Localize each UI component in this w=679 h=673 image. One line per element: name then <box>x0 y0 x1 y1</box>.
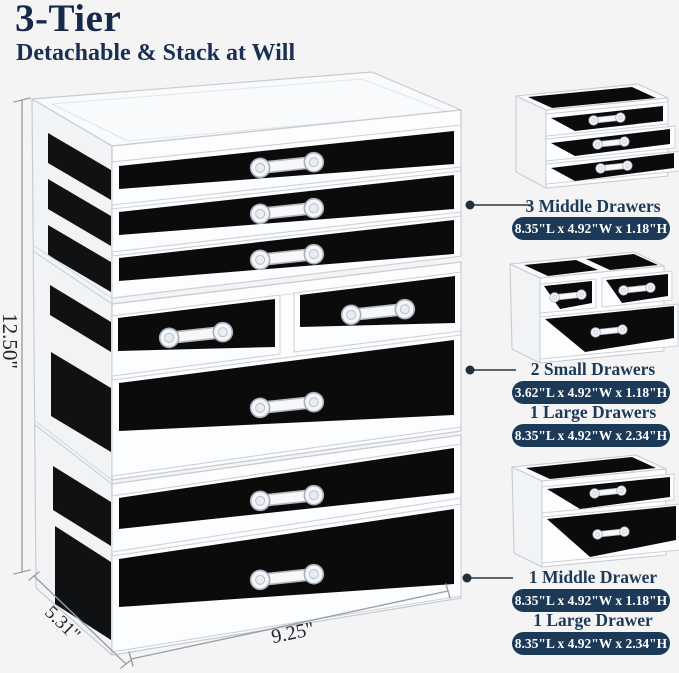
thumbnail-3-middle-drawers <box>515 83 679 189</box>
height-dimension-line <box>13 97 31 575</box>
callout-dot <box>462 573 472 583</box>
size-badge: 8.35"L x 4.92"W x 2.34"H <box>512 424 670 447</box>
size-badge: 8.35"L x 4.92"W x 2.34"H <box>512 632 670 655</box>
page-subtitle: Detachable & Stack at Will <box>16 40 296 66</box>
size-badge: 8.35"L x 4.92"W x 1.18"H <box>512 217 670 240</box>
height-dimension-label: 12.50" <box>0 313 22 369</box>
depth-dimension-line <box>28 571 132 669</box>
callout-label-3-middle-drawers: 3 Middle Drawers <box>525 196 661 216</box>
callout-dot <box>465 365 475 375</box>
main-tier-2 <box>111 261 462 481</box>
callout-connectors <box>462 200 531 583</box>
size-badge: 3.62"L x 4.92"W x 1.18"H <box>512 381 670 404</box>
main-organizer <box>31 71 462 656</box>
callout-label-1-large-drawers: 1 Large Drawers <box>529 402 657 422</box>
main-tier-1 <box>111 109 462 299</box>
side-velvet-reflections <box>48 133 111 640</box>
callout-dot <box>465 200 475 210</box>
callout-label-1-large-drawer: 1 Large Drawer <box>533 610 653 630</box>
callout-label-2-small-drawers: 2 Small Drawers <box>530 359 656 379</box>
size-badge: 8.35"L x 4.92"W x 1.18"H <box>512 589 670 612</box>
thumbnail-2-small-1-large <box>509 251 679 364</box>
thumbnail-1-middle-1-large <box>511 454 679 568</box>
main-tier-3 <box>111 434 462 656</box>
dimension-lines <box>13 97 451 669</box>
page-title: 3-Tier <box>15 0 122 40</box>
callout-label-1-middle-drawer: 1 Middle Drawer <box>528 567 658 587</box>
width-dimension-line <box>128 583 451 667</box>
